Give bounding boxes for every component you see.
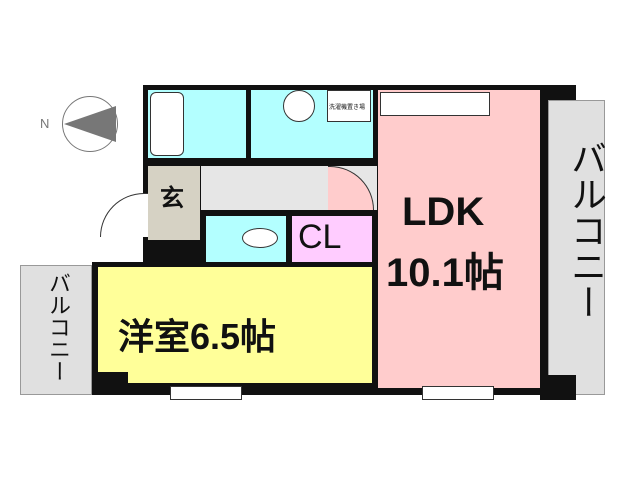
western-room: [98, 267, 372, 383]
balcony-left: [20, 265, 92, 395]
wall-corner: [98, 372, 128, 392]
balcony-right: [548, 100, 605, 395]
closet-label: CL: [298, 218, 342, 256]
closet: [292, 216, 372, 262]
wall-pillar: [540, 375, 576, 400]
washer-space: [327, 90, 371, 122]
window: [422, 386, 494, 400]
ldk-room: [378, 90, 540, 388]
bathtub: [150, 92, 184, 156]
compass: [62, 96, 118, 152]
toilet: [242, 228, 278, 248]
balcony-left-label: バルコニー: [46, 272, 71, 382]
wall-pillar: [540, 85, 576, 100]
ldk-size-label: 10.1帖: [386, 251, 504, 295]
washbasin: [283, 90, 315, 122]
western-room-label: 洋室6.5帖: [118, 316, 277, 357]
entrance: [148, 166, 200, 240]
ldk-label: LDK: [402, 190, 485, 234]
balcony-right-label: バルコニー: [566, 140, 607, 320]
washer-label: 洗濯機置き場: [329, 105, 366, 111]
compass-arrow-icon: [64, 106, 116, 142]
compass-north-label: N: [40, 116, 50, 131]
window: [170, 386, 242, 400]
entrance-door[interactable]: [100, 193, 148, 237]
entrance-label: 玄: [160, 185, 184, 212]
kitchen-counter: [380, 92, 490, 116]
